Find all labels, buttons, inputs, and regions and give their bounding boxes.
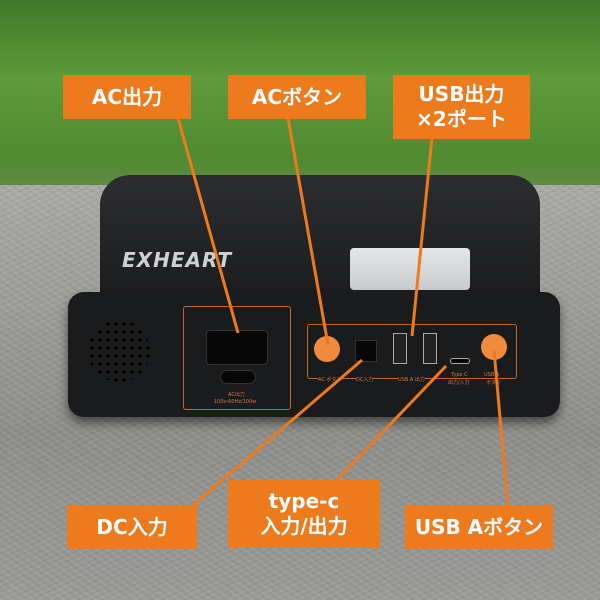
callout-typec-text-2: 入力/出力 bbox=[260, 514, 348, 538]
ac-output-text: AC出力 bbox=[228, 392, 245, 398]
dc-input-port[interactable] bbox=[355, 340, 377, 362]
callout-ac-output-text: AC出力 bbox=[91, 84, 163, 109]
line-typec bbox=[333, 364, 448, 484]
line-usb-a-button bbox=[492, 349, 510, 509]
line-usb-output bbox=[410, 137, 434, 337]
usb-button-text-2: ボタン bbox=[486, 379, 502, 386]
callout-ac-button-text: ACボタン bbox=[251, 84, 343, 109]
callout-usb-output-text-1: USB出力 bbox=[418, 82, 505, 106]
lcd-display bbox=[350, 248, 470, 290]
ac-output-panel bbox=[183, 306, 291, 410]
ac-spec-text: 100v-60Hz/100w bbox=[214, 399, 257, 405]
line-ac-button bbox=[286, 117, 330, 346]
ac-button-text: AC ボタン bbox=[318, 376, 342, 383]
typec-text-1: Type C bbox=[451, 372, 468, 378]
callout-typec-text-1: type-c bbox=[268, 489, 340, 513]
callout-usb-a-button: USB Aボタン bbox=[405, 505, 553, 549]
usb-a-output-text: USB A 出力 bbox=[398, 376, 425, 383]
typec-text-2: 出力/入力 bbox=[448, 379, 470, 386]
callout-ac-button: ACボタン bbox=[228, 75, 366, 119]
brand-logo: EXHEART bbox=[122, 248, 233, 272]
device-front-panel bbox=[68, 292, 560, 417]
line-dc-input bbox=[189, 358, 363, 510]
callout-dc-input: DC入力 bbox=[67, 505, 197, 549]
callout-usb-output-text-2: ×2ポート bbox=[416, 107, 507, 131]
usb-a-port-1[interactable] bbox=[393, 333, 407, 364]
speaker-grille bbox=[88, 320, 150, 382]
callout-usb-output: USB出力×2ポート bbox=[393, 75, 530, 139]
dc-input-text: DC入力 bbox=[356, 376, 374, 383]
ac-outlet-ground bbox=[220, 370, 256, 384]
line-ac-output bbox=[176, 117, 240, 334]
callout-usb-a-button-text: USB Aボタン bbox=[414, 514, 544, 539]
usb-button-text-1: USB A bbox=[484, 372, 500, 378]
ac-outlet[interactable] bbox=[206, 330, 268, 365]
callout-ac-output: AC出力 bbox=[63, 75, 191, 119]
type-c-port[interactable] bbox=[450, 358, 470, 364]
usb-a-port-2[interactable] bbox=[423, 333, 437, 364]
callout-dc-input-text: DC入力 bbox=[96, 514, 168, 539]
